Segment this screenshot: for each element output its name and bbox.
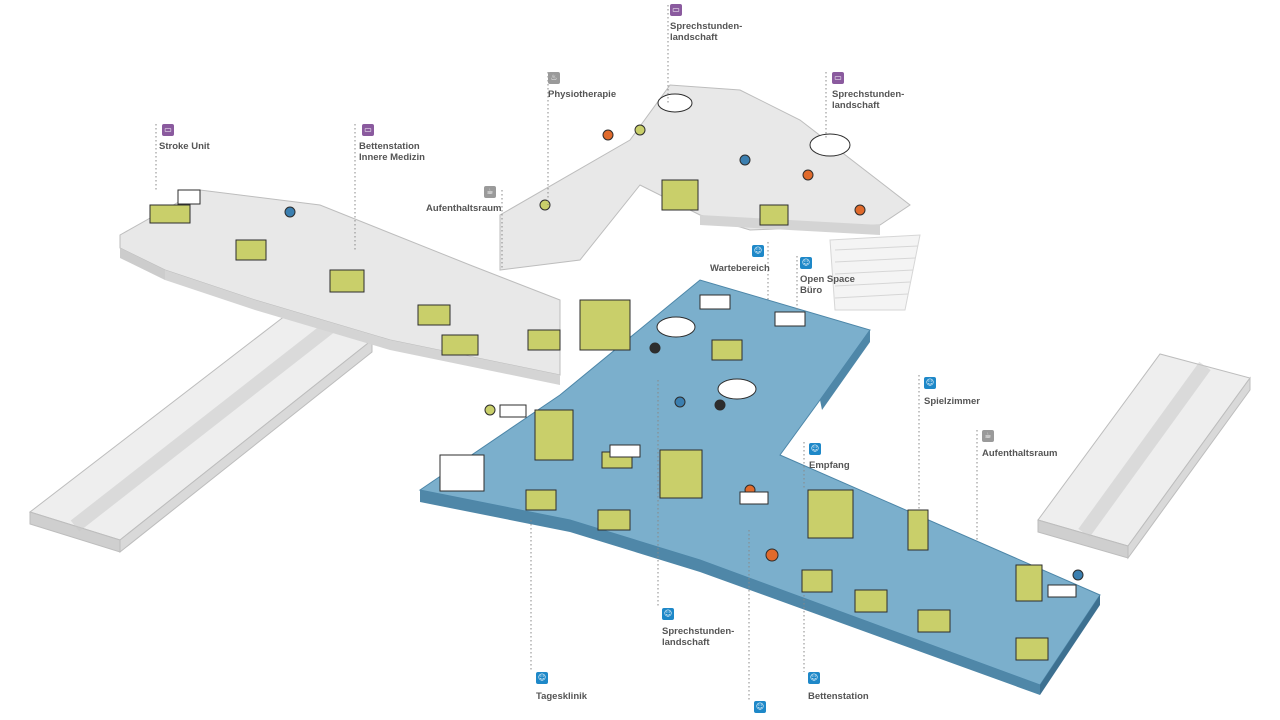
kids-icon: ☺ <box>809 443 821 455</box>
kids-icon: ☺ <box>752 245 764 257</box>
kids-icon: ☺ <box>662 608 674 620</box>
upper-floor-top <box>499 84 921 311</box>
label-bettenstation-innere-medizin: Bettenstation Innere Medizin <box>359 141 425 163</box>
label-aufenthaltsraum-right: Aufenthaltsraum <box>982 448 1058 459</box>
speech-bubbles <box>656 93 851 400</box>
label-tagesklinik: Tagesklinik <box>536 691 588 702</box>
label-sprechstunden-right: Sprechstunden- landschaft <box>832 89 905 111</box>
label-sprechstunden-bottom: Sprechstunden- landschaft <box>662 626 735 648</box>
cup-icon: ☕ <box>982 430 994 442</box>
label-sprechstunden-top: Sprechstunden- landschaft <box>670 21 743 43</box>
monitor-icon: ▭ <box>670 4 682 16</box>
label-wartebereich: Wartebereich <box>710 263 770 274</box>
people-figures <box>284 124 1084 581</box>
wash-icon: ♨ <box>548 72 560 84</box>
main-floor-blue <box>418 279 1101 695</box>
label-aufenthaltsraum-top: Aufenthaltsraum <box>426 203 502 214</box>
kids-icon: ☺ <box>800 257 812 269</box>
label-spielzimmer: Spielzimmer <box>924 396 980 407</box>
kids-icon: ☺ <box>924 377 936 389</box>
leader-lines <box>155 5 978 700</box>
label-physiotherapie: Physiotherapie <box>548 89 617 100</box>
monitor-icon: ▭ <box>162 124 174 136</box>
furniture-boxes <box>441 179 1043 602</box>
right-wing-block <box>1037 353 1251 560</box>
label-empfang: Empfang <box>809 460 850 471</box>
kids-icon: ☺ <box>808 672 820 684</box>
kids-icon: ☺ <box>536 672 548 684</box>
left-wing-block <box>28 311 374 554</box>
label-stroke-unit: Stroke Unit <box>159 141 210 152</box>
label-bettenstation: Bettenstation <box>808 691 869 702</box>
kids-icon: ☺ <box>754 701 766 713</box>
cup-icon: ☕ <box>484 186 496 198</box>
tables <box>177 189 1077 598</box>
beds <box>149 204 1049 661</box>
label-open-space-buero: Open Space Büro <box>800 274 855 296</box>
monitor-icon: ▭ <box>832 72 844 84</box>
monitor-icon: ▭ <box>362 124 374 136</box>
